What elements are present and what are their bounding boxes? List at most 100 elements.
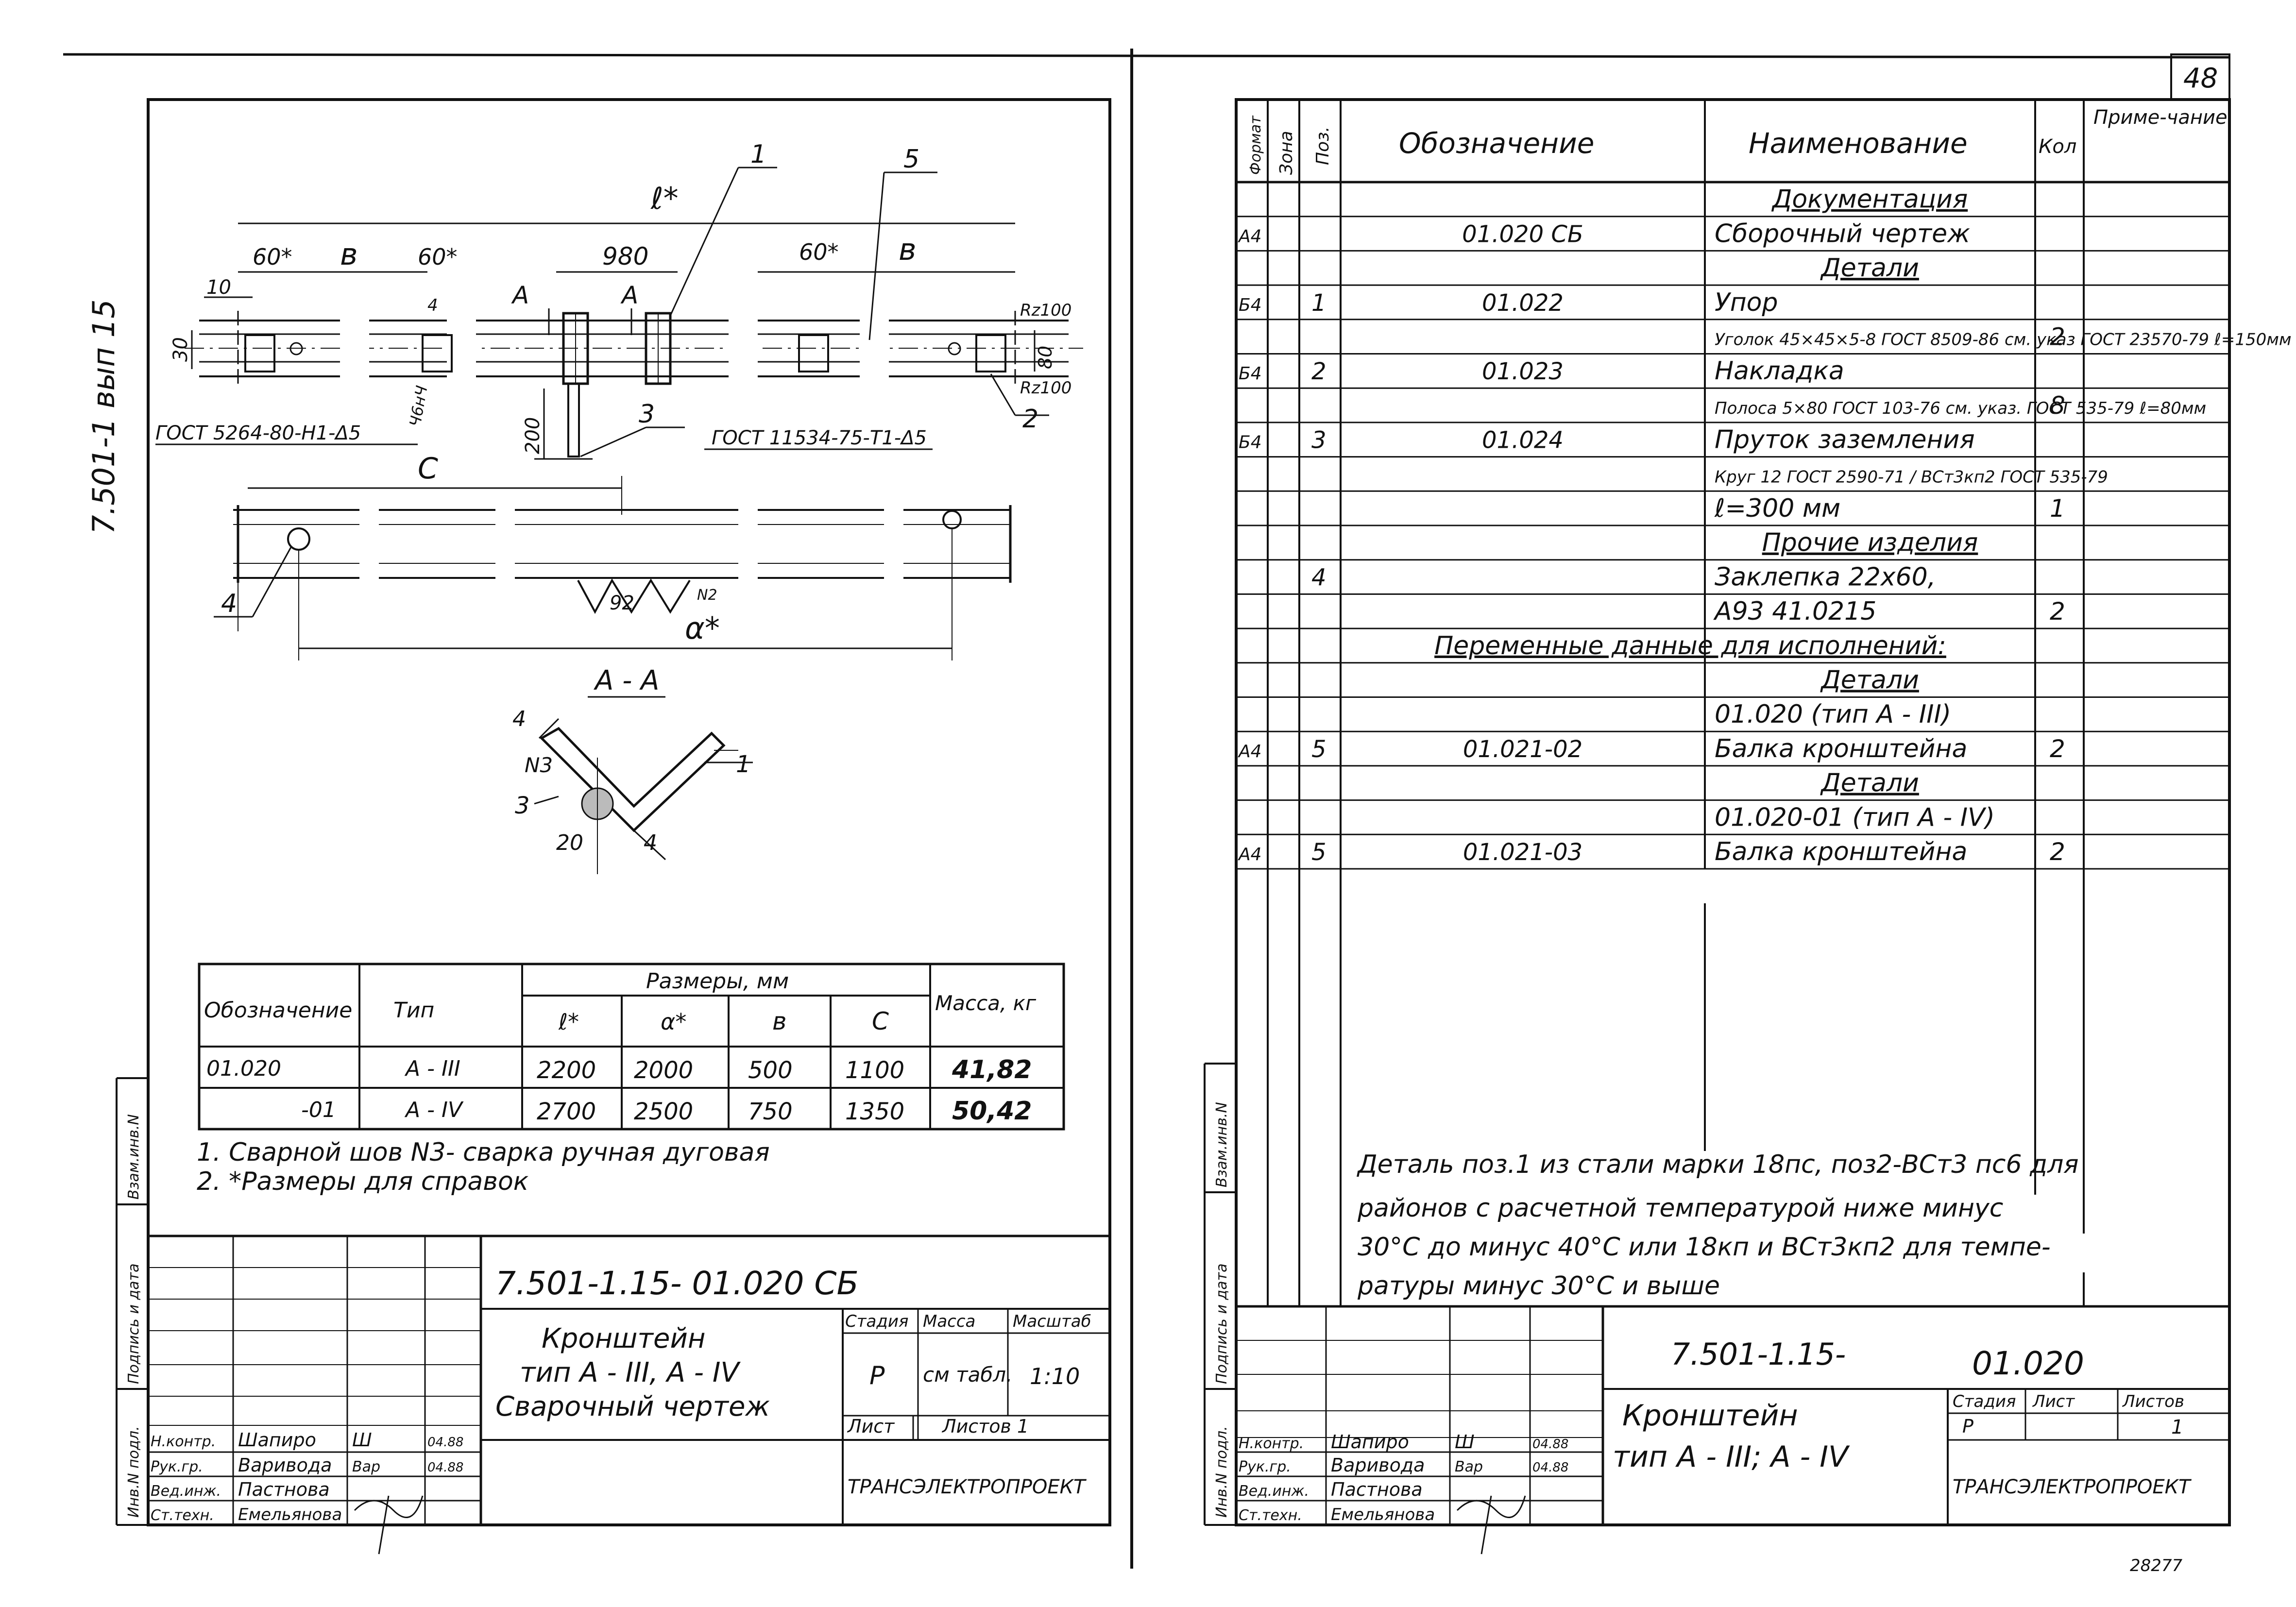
svg-text:Емельянова: Емельянова (1331, 1505, 1435, 1524)
spec-cell-name: Балка кронштейна (1715, 837, 1967, 866)
stamp-stage: Р (1962, 1416, 1973, 1437)
svg-text:50,42: 50,42 (952, 1097, 1032, 1126)
svg-text:А - IV: А - IV (404, 1098, 464, 1122)
spec-h-zone: Зона (1276, 131, 1296, 175)
th-a: α* (661, 1009, 686, 1035)
dim-secA1: А (511, 281, 529, 309)
spec-row: Детали (1236, 254, 2229, 286)
svg-text:Шапиро: Шапиро (1331, 1431, 1409, 1453)
spec-cell-name: Балка кронштейна (1715, 734, 1967, 763)
side-label: 7.501-1 вып 15 (86, 299, 121, 534)
spec-h-format: Формат (1247, 115, 1264, 175)
side-cell-replace: Взам.инв.N (1213, 1102, 1230, 1187)
spec-cell-name: Сборочный чертеж (1715, 219, 1970, 248)
left-side-cells: Инв.N подл. Подпись и дата Взам.инв.N (116, 1077, 148, 1526)
section-aa: А - А N3 3 1 4 4 20 (512, 665, 753, 874)
spec-cell-qty: 8 (2050, 391, 2065, 420)
svg-text:1350: 1350 (845, 1098, 904, 1125)
dim-w3: Ч6нЧ (406, 384, 431, 428)
top-edge-line (63, 53, 2230, 59)
spec-cell-designation: 01.023 (1482, 358, 1564, 385)
footnote-line: районов с расчетной температурой ниже ми… (1357, 1194, 2003, 1223)
stamp-title-2: тип А - III; А - IV (1613, 1440, 1850, 1474)
svg-text:А - III: А - III (404, 1056, 460, 1081)
stamp-code: 7.501-1.15- (1671, 1336, 1846, 1372)
dim-10: 10 (206, 276, 231, 299)
section-n3: N3 (525, 753, 553, 777)
stamp-h-mass: Масса (923, 1312, 975, 1331)
spec-cell-format: А4 (1238, 845, 1262, 864)
spec-cell-format: Б4 (1239, 433, 1262, 453)
svg-text:Пастнова: Пастнова (238, 1479, 330, 1500)
spec-cell-pos: 5 (1311, 736, 1327, 763)
spec-cell-designation: 01.020 СБ (1462, 220, 1583, 248)
spec-cell-name: 01.020-01 (тип А - IV) (1715, 803, 1995, 832)
spec-cell-designation: 01.021-03 (1463, 839, 1582, 866)
left-sheet: Инв.N подл. Подпись и дата Взам.инв.N (116, 98, 1111, 1555)
right-frame (1235, 98, 2231, 1526)
stamp-title-2: тип А - III, А - IV (520, 1357, 741, 1388)
stamp-code-2: 01.020 (1972, 1345, 2084, 1382)
svg-text:Вар: Вар (1455, 1458, 1483, 1475)
spec-cell-name: Детали (1820, 666, 1919, 695)
svg-text:Варивода: Варивода (1331, 1455, 1425, 1476)
svg-text:04.88: 04.88 (1532, 1437, 1568, 1452)
spec-cell-name: Прочие изделия (1762, 528, 1978, 558)
spec-cell-qty: 2 (2050, 838, 2065, 866)
spec-cell-pos: 3 (1311, 427, 1327, 454)
spec-cell-format: Б4 (1239, 295, 1262, 315)
spec-cell-designation: 01.024 (1482, 427, 1564, 454)
stamp-h-stage: Стадия (1953, 1392, 2016, 1411)
spec-cell-qty: 2 (2050, 597, 2065, 626)
dim-980: 980 (602, 242, 648, 271)
th-c: С (872, 1007, 889, 1035)
page-number-box (2170, 53, 2230, 101)
spec-cell-name: Пруток заземления (1715, 425, 1975, 455)
callout-5: 5 (903, 145, 919, 174)
spec-cell-pos: 2 (1311, 358, 1327, 385)
gost-left: ГОСТ 5264-80-Н1-Δ5 (155, 422, 361, 444)
stamp-number: 28277 (2130, 1556, 2183, 1575)
dim-200: 200 (522, 417, 544, 454)
th-mass: Масса, кг (935, 991, 1037, 1015)
stamp-stage: Р (869, 1361, 885, 1390)
spec-cell-name: Детали (1820, 769, 1919, 798)
people-row: Ст.техн. Емельянова (1239, 1505, 1435, 1524)
spec-cell-qty: 2 (2050, 323, 2065, 351)
spec-cell-designation: 01.021-02 (1463, 736, 1582, 763)
svg-text:2200: 2200 (537, 1057, 596, 1084)
spec-cell-name: Полоса 5×80 ГОСТ 103-76 см. указ. ГОСТ 5… (1715, 399, 2206, 418)
section-d4a: 4 (512, 707, 526, 731)
callout-3: 3 (639, 400, 655, 429)
stamp-h-scale: Масштаб (1013, 1312, 1091, 1331)
spec-cell-format: А4 (1238, 226, 1262, 246)
spec-h-name: Наименование (1749, 127, 1968, 160)
note-1: 1. Сварной шов N3- сварка ручная дуговая (197, 1138, 770, 1167)
callout-1: 1 (750, 140, 766, 169)
svg-text:Вед.инж.: Вед.инж. (151, 1483, 221, 1500)
people-row: Н.контр. Шапиро Ш 04.88 (151, 1429, 463, 1451)
spec-row: Прочие изделия (1236, 528, 2229, 561)
stamp-h-sheet: Лист (2032, 1392, 2075, 1411)
svg-text:01.020: 01.020 (206, 1056, 281, 1081)
spec-cell-name: Накладка (1715, 356, 1844, 386)
dim-60a: 60* (253, 244, 292, 270)
spec-table: Формат Зона Поз. Обозначение Наименовани… (1236, 100, 2292, 1306)
spec-cell-name: Уголок 45×45×5-8 ГОСТ 8509-86 см. указ Г… (1715, 330, 2292, 350)
spec-row: Переменные данные для исполнений: (1236, 631, 2229, 664)
stamp-org: ТРАНСЭЛЕКТРОПРОЕКТ (848, 1476, 1087, 1498)
callout-4: 4 (221, 589, 237, 618)
dim-92: 92 (610, 592, 634, 614)
spec-cell-name: Документация (1771, 185, 1968, 214)
dim-a: α* (685, 610, 720, 646)
spec-row: Круг 12 ГОСТ 2590-71 / ВСт3кп2 ГОСТ 535-… (1236, 467, 2229, 492)
dim-w1: 4 (427, 296, 438, 315)
svg-text:Емельянова: Емельянова (238, 1505, 342, 1524)
svg-text:Пастнова: Пастнова (1331, 1479, 1423, 1500)
svg-text:Ст.техн.: Ст.техн. (151, 1507, 214, 1524)
bracket-plan: С 92 N2 α* 4 (214, 452, 1012, 660)
dim-30: 30 (170, 337, 192, 362)
